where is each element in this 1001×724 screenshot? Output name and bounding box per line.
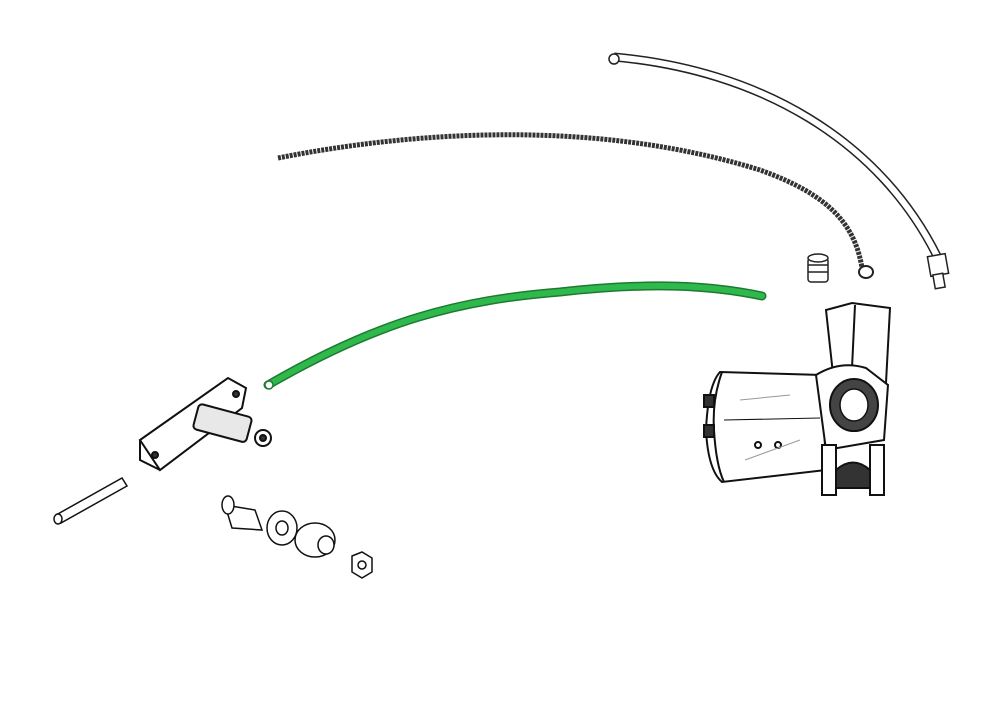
grommet-plug xyxy=(807,253,829,283)
washer xyxy=(266,510,298,546)
spindle-pin xyxy=(53,476,129,525)
drive-cable xyxy=(277,132,874,279)
highlighted-inner-tube xyxy=(263,281,767,390)
wheelbox xyxy=(138,376,272,472)
wiper-motor xyxy=(703,301,892,496)
spacer-sleeve xyxy=(221,495,264,531)
rubber-bush xyxy=(294,522,336,558)
hex-nut xyxy=(351,551,373,579)
light-outer-tube xyxy=(608,52,950,290)
